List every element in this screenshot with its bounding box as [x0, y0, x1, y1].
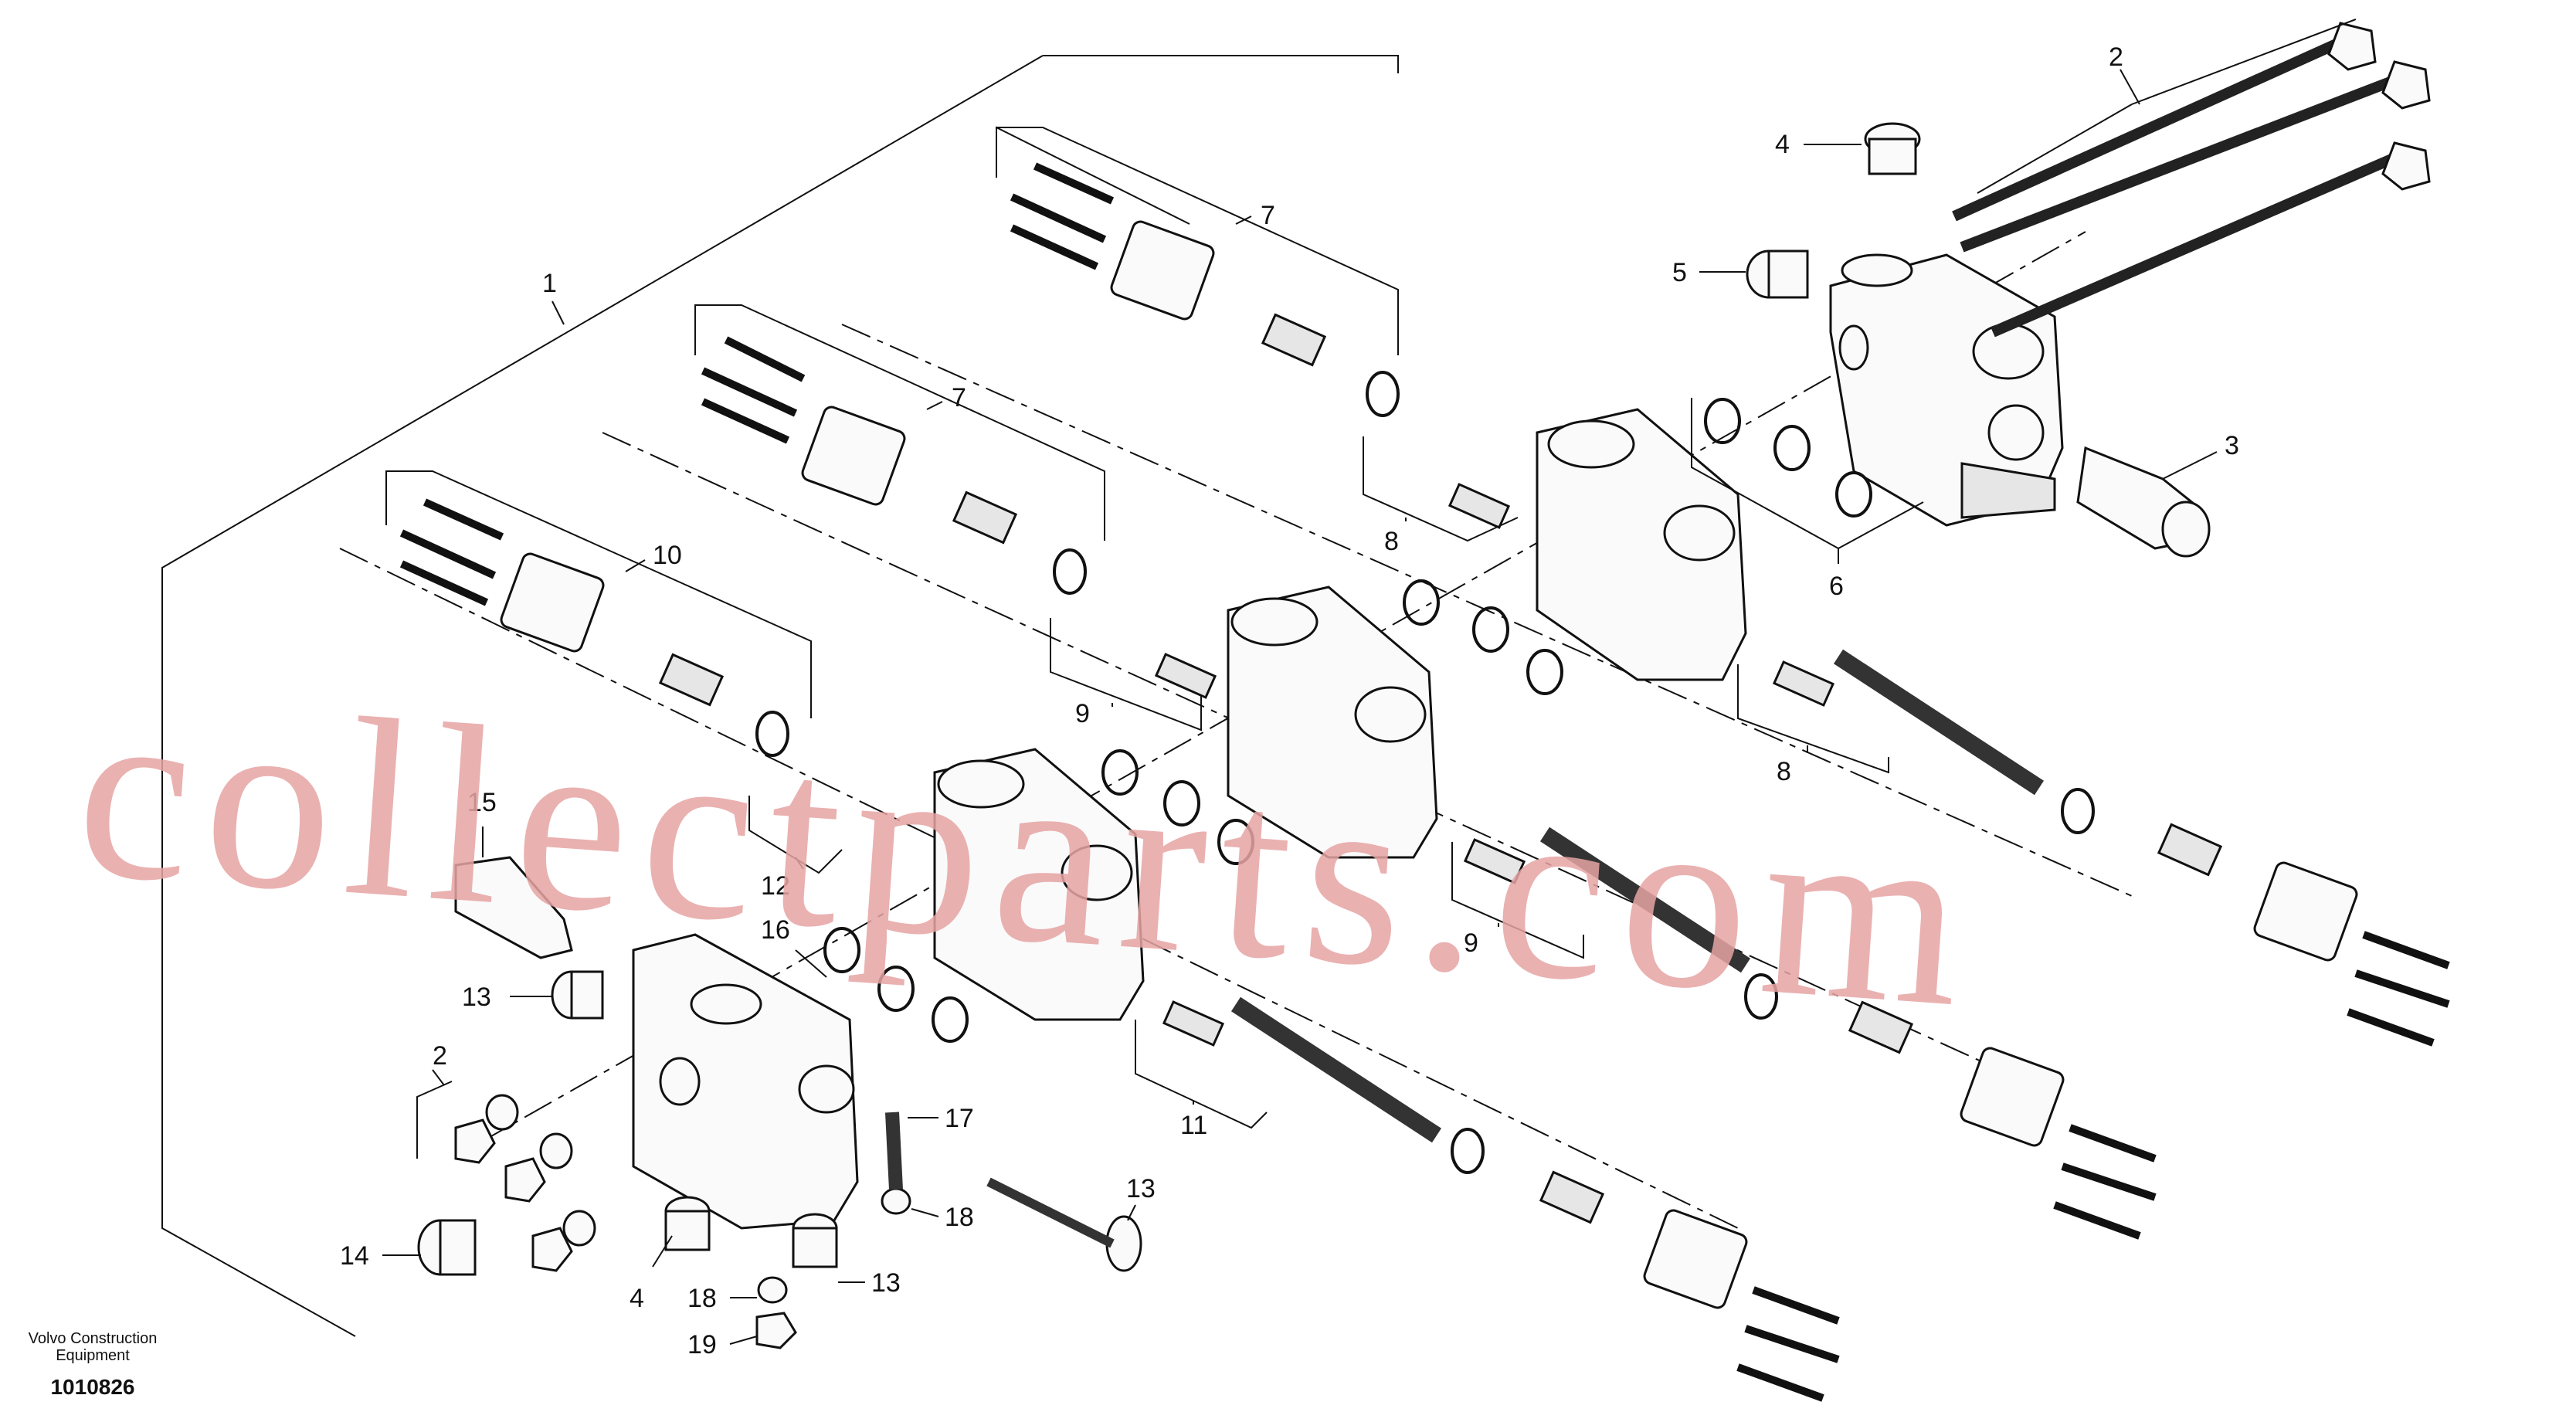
plug [1746, 122, 1921, 299]
callout-label: 8 [1777, 757, 1791, 786]
callout-label: 8 [1384, 527, 1399, 556]
callout-label: 18 [945, 1203, 974, 1232]
bolt [885, 1112, 1115, 1248]
callout-label: 13 [1126, 1174, 1156, 1203]
nut [454, 1118, 797, 1349]
callout-7-a: 7 [996, 126, 1399, 355]
cover-bolt [399, 162, 2450, 1402]
spool [1230, 649, 2045, 1143]
callout-labels: 1 2 3 4 5 6 7 7 8 8 9 9 10 11 12 13 13 1… [340, 19, 2357, 1359]
callout-19: 19 [687, 1330, 758, 1359]
spring [658, 313, 2223, 1224]
assembly-bracket [161, 55, 1044, 1337]
callout-label: 2 [433, 1041, 447, 1071]
callout-label: 19 [687, 1330, 717, 1359]
callout-label: 7 [1261, 201, 1275, 230]
callout-12: 12 [748, 796, 843, 901]
brand-text: Volvo Construction Equipment [28, 1330, 158, 1364]
callout-7-b: 7 [694, 304, 1105, 541]
end-section-block [632, 933, 859, 1230]
plug [417, 970, 1142, 1276]
callout-label: 5 [1672, 258, 1687, 287]
callout-8-top: 8 [1363, 436, 1519, 556]
check-valve [2076, 446, 2211, 558]
tie-bolt [1952, 22, 2431, 338]
callout-16: 16 [761, 915, 827, 978]
callout-6: 6 [1691, 398, 1924, 601]
valve-section-block [1227, 586, 1438, 859]
assembly-axis [841, 324, 2133, 897]
relief-valve [454, 856, 573, 959]
callout-8-bottom: 8 [1737, 664, 1889, 786]
callout-2-bottom: 2 [416, 1041, 453, 1159]
callout-label: 13 [871, 1268, 901, 1298]
callout-10: 10 [385, 470, 812, 718]
spool-cover [500, 220, 2358, 1309]
callout-4-top: 4 [1775, 130, 1862, 159]
callout-label: 15 [467, 788, 497, 817]
callout-label: 11 [1180, 1111, 1207, 1140]
callout-1: 1 [542, 269, 565, 325]
callout-label: 9 [1464, 928, 1478, 958]
callout-label: 13 [462, 983, 491, 1012]
callout-2-top: 2 [1977, 19, 2357, 194]
callout-label: 7 [952, 383, 966, 412]
callout-label: 6 [1829, 572, 1844, 601]
callout-18-bottom: 18 [687, 1284, 757, 1313]
callout-5: 5 [1672, 258, 1746, 287]
callout-label: 4 [1775, 130, 1790, 159]
callout-label: 4 [630, 1284, 644, 1313]
callout-label: 18 [687, 1284, 717, 1313]
callout-9-bottom: 9 [1451, 842, 1584, 959]
callout-14: 14 [340, 1241, 421, 1271]
callout-4-bottom: 4 [630, 1235, 673, 1313]
callout-label: 2 [2109, 42, 2123, 72]
callout-13-right: 13 [1126, 1174, 1156, 1221]
assembly-axis [602, 432, 2009, 1074]
callout-label: 14 [340, 1241, 369, 1271]
washer [485, 1094, 911, 1304]
valve-section-block [933, 748, 1145, 1021]
callout-label: 1 [542, 269, 557, 298]
callout-label: 10 [653, 541, 682, 570]
end-section-block [1829, 253, 2064, 527]
callout-3: 3 [2162, 431, 2239, 480]
callout-15: 15 [467, 788, 497, 857]
drawing-number: 1010826 [0, 1375, 185, 1400]
assembly-bracket [1043, 55, 1399, 73]
callout-18-right: 18 [911, 1203, 974, 1232]
drawing-number-text: 1010826 [50, 1375, 135, 1399]
callout-label: 9 [1075, 699, 1090, 728]
callout-label: 16 [761, 915, 790, 945]
callout-label: 3 [2225, 431, 2239, 460]
callout-label: 17 [945, 1104, 974, 1133]
callout-label: 12 [761, 871, 790, 901]
callout-9-top: 9 [1050, 618, 1202, 731]
callout-11: 11 [1135, 1020, 1268, 1140]
callout-17: 17 [908, 1104, 974, 1133]
brand-caption: Volvo Construction Equipment [0, 1330, 185, 1364]
callout-13-left: 13 [462, 983, 552, 1012]
callout-13-bottom: 13 [838, 1268, 901, 1298]
valve-section-block [1536, 408, 1747, 681]
o-ring [755, 371, 2095, 1174]
